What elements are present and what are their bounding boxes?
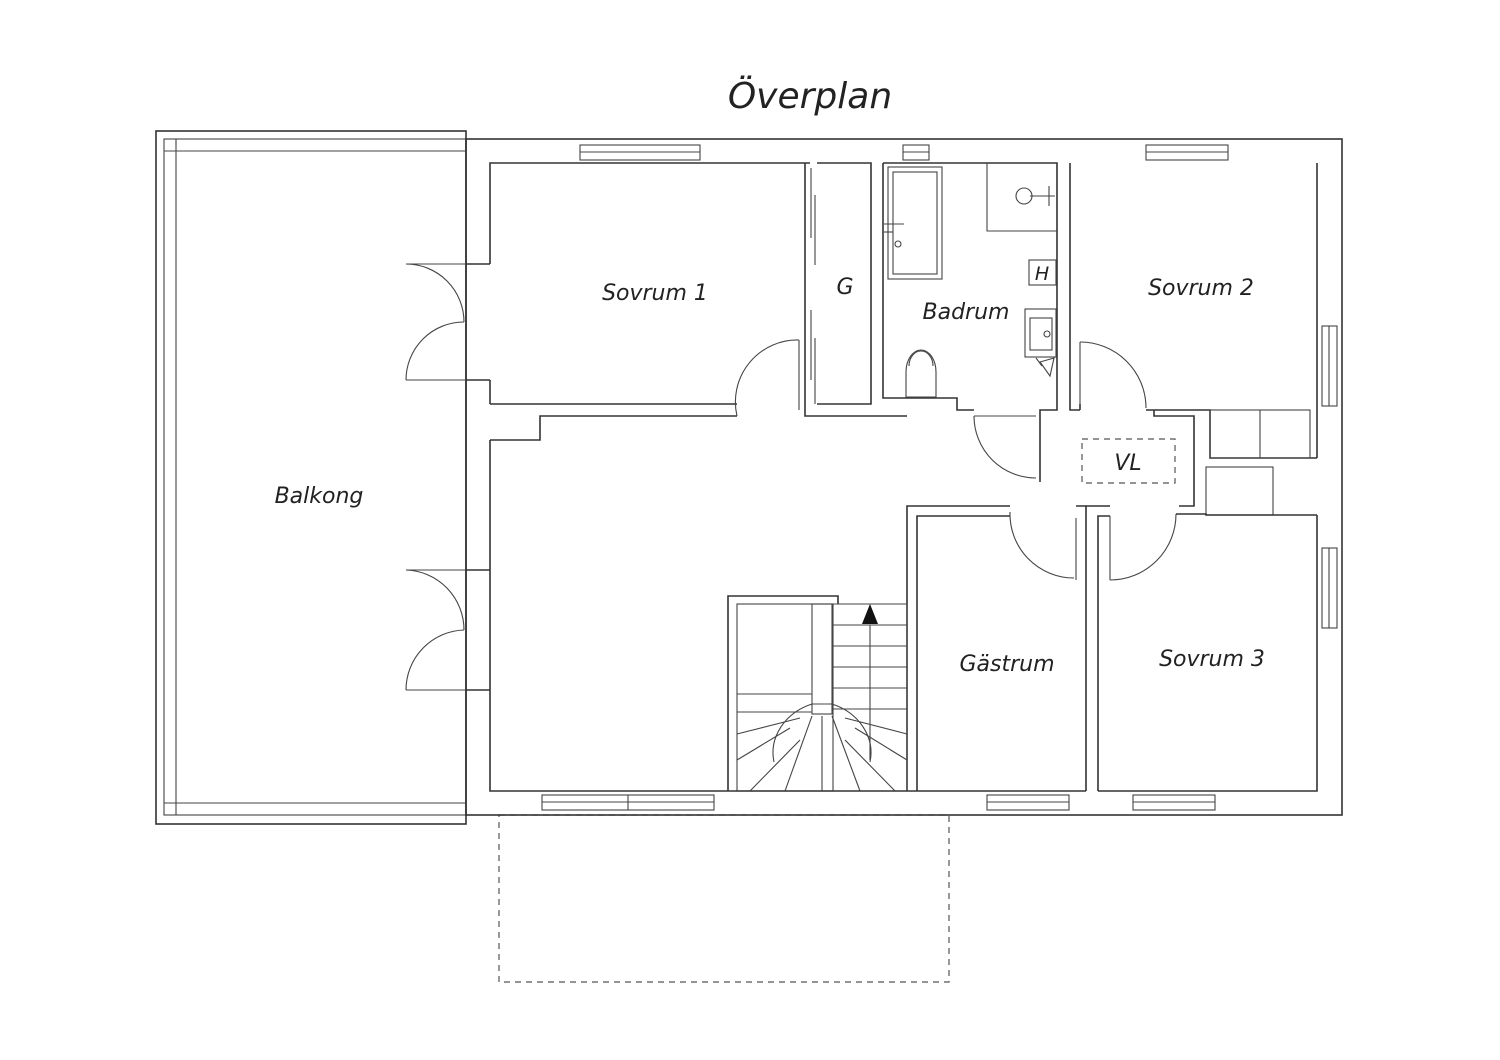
stair-direction-arrow-icon <box>862 604 878 624</box>
staircase-icon <box>727 595 908 792</box>
room-label-sovrum-2: Sovrum 2 <box>1148 276 1254 301</box>
sovrum-1-walls <box>490 162 907 441</box>
shower-icon <box>986 163 1057 232</box>
cabinet-h: H <box>1028 259 1057 286</box>
bathtub-icon <box>884 166 943 280</box>
cabinet-h-label: H <box>1035 263 1049 285</box>
room-label-balkong: Balkong <box>275 484 364 509</box>
dashed-outline <box>498 814 950 983</box>
balcony <box>155 130 467 825</box>
balcony-doors <box>405 263 490 691</box>
outer-walls <box>465 138 1343 816</box>
closet-sovrum-3 <box>1205 466 1274 516</box>
room-label-gastrum: Gästrum <box>959 652 1054 677</box>
windows <box>541 144 1338 811</box>
room-label-sovrum-1: Sovrum 1 <box>602 281 708 306</box>
room-label-garderob: G <box>836 275 853 300</box>
bathroom-walls <box>882 162 1058 482</box>
room-label-sovrum-3: Sovrum 3 <box>1159 647 1265 672</box>
vl-label: VL <box>1114 451 1141 476</box>
sink-icon <box>1024 308 1057 378</box>
sovrum-2-walls <box>1069 163 1317 507</box>
toilet-icon <box>905 349 937 398</box>
plan-title: Överplan <box>728 75 892 117</box>
room-label-badrum: Badrum <box>923 300 1010 325</box>
vl-box: VL <box>1081 438 1176 484</box>
